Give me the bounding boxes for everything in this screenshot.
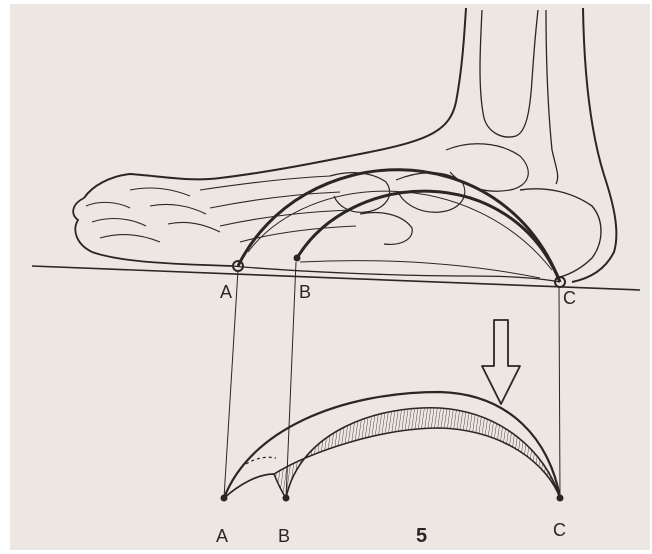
leg-outline-front bbox=[370, 8, 466, 152]
leg-outline-back bbox=[572, 8, 616, 282]
figure-number: 5 bbox=[416, 525, 427, 547]
ground-line bbox=[32, 266, 640, 290]
lower-point-a bbox=[221, 495, 228, 502]
upper-label-a: A bbox=[220, 282, 232, 302]
metatarsal-bones bbox=[200, 176, 356, 242]
tibia-bone bbox=[480, 10, 538, 137]
medial-arch-A-C bbox=[238, 170, 560, 282]
projection-line-c bbox=[559, 286, 560, 498]
projection-line-a bbox=[224, 270, 238, 498]
lower-arch-band bbox=[274, 408, 560, 498]
upper-label-c: C bbox=[563, 288, 576, 308]
lower-arch-front-edge bbox=[224, 474, 274, 498]
toe-bones bbox=[86, 188, 220, 242]
upper-point-b bbox=[294, 255, 301, 262]
down-arrow-icon bbox=[482, 320, 520, 404]
fibula-bone bbox=[546, 10, 558, 184]
foot-dorsum-outline bbox=[84, 152, 370, 198]
lower-arch-dashed bbox=[246, 457, 276, 464]
lower-point-c bbox=[557, 495, 564, 502]
lateral-arch-B-C bbox=[297, 191, 560, 282]
lower-label-a: A bbox=[216, 526, 228, 546]
lower-point-b bbox=[283, 495, 290, 502]
upper-label-b: B bbox=[299, 282, 311, 302]
lower-label-b: B bbox=[278, 526, 290, 546]
tarsal-bones bbox=[330, 144, 528, 245]
lower-label-c: C bbox=[553, 520, 566, 540]
toes-outline bbox=[73, 198, 232, 266]
